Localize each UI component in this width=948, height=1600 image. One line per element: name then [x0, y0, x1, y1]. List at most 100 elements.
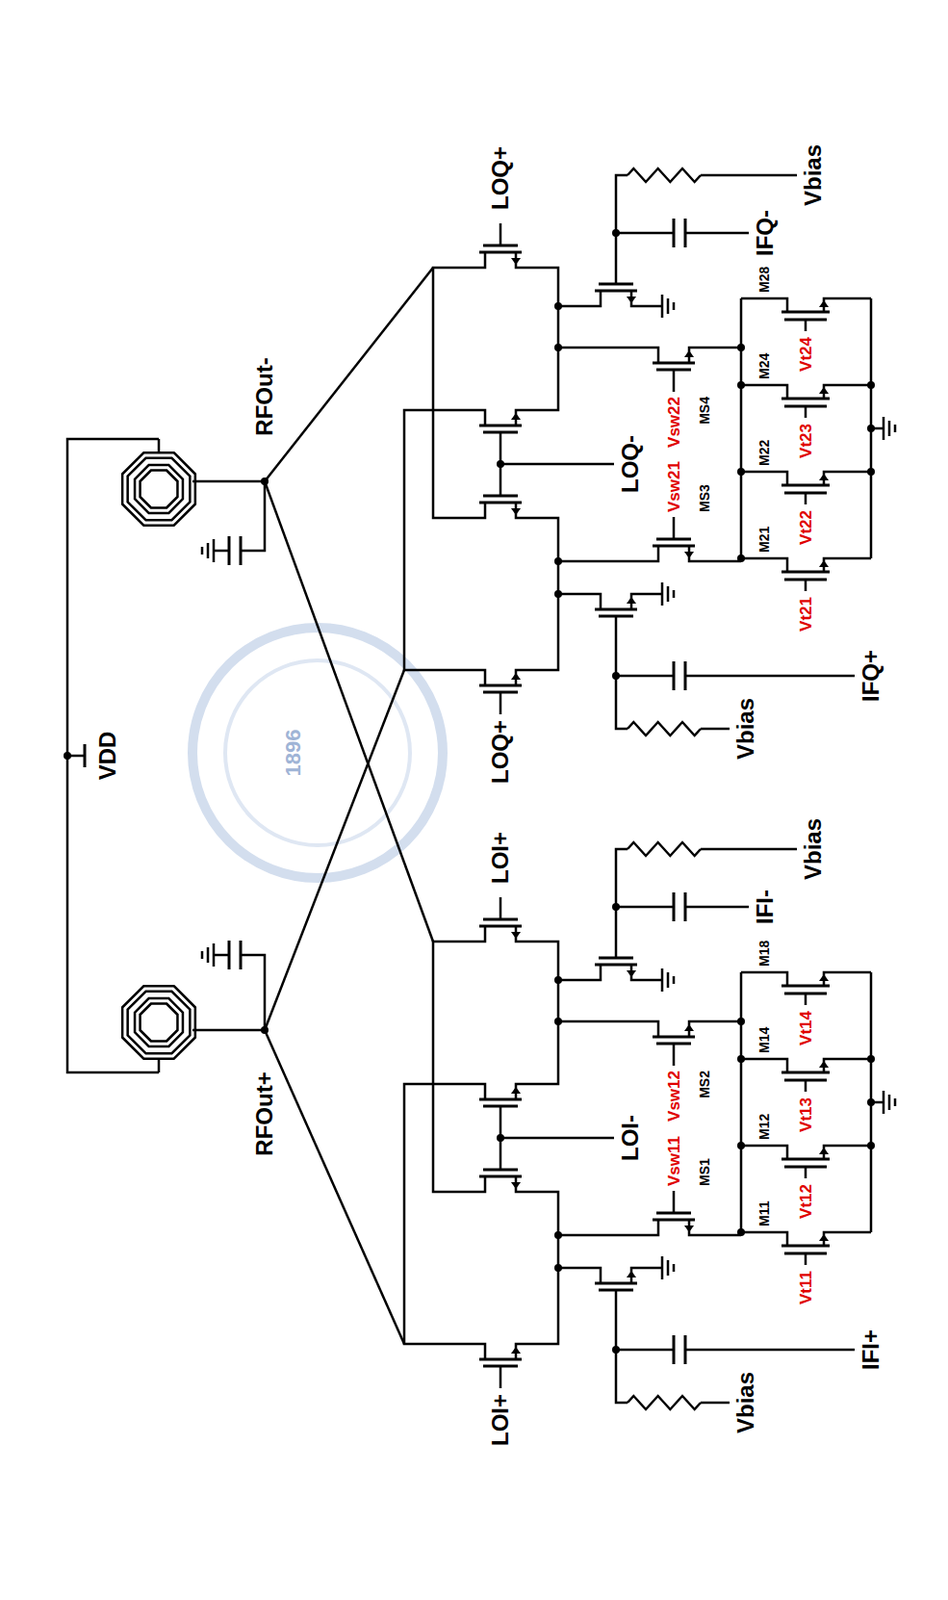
wire — [635, 545, 659, 562]
wire — [823, 1145, 872, 1159]
device-name: M14 — [757, 1026, 771, 1053]
wire — [192, 480, 265, 484]
wire — [631, 1267, 655, 1283]
junction-dot — [496, 460, 505, 468]
transistor-arrow — [819, 560, 829, 567]
transistor-arrow — [819, 1147, 829, 1154]
wire — [515, 409, 539, 426]
wire — [804, 406, 808, 418]
device-name: M22 — [757, 439, 771, 466]
wire — [712, 1233, 742, 1237]
wire — [672, 369, 676, 392]
wire — [823, 1231, 872, 1246]
inductor-symbol — [137, 1000, 180, 1044]
transistor-channel — [781, 1244, 830, 1248]
device-name: M11 — [757, 1201, 771, 1227]
wire — [213, 549, 230, 553]
transistor-arrow — [819, 386, 829, 394]
junction-dot — [737, 1228, 745, 1236]
junction-dot — [867, 467, 875, 476]
wire — [577, 593, 601, 610]
ground-symbol — [888, 1094, 892, 1110]
wire — [871, 1101, 884, 1104]
ground-symbol — [666, 586, 670, 602]
transistor-channel — [781, 984, 830, 988]
transistor-arrow — [819, 300, 829, 308]
resistor-symbol — [627, 842, 701, 856]
signal-label: LOQ- — [618, 435, 642, 493]
wire — [615, 1311, 628, 1403]
wire — [823, 558, 872, 572]
wire — [685, 231, 749, 235]
inductor-symbol — [125, 988, 193, 1056]
junction-dot — [737, 381, 745, 389]
wire — [804, 579, 808, 591]
wire — [689, 1219, 713, 1235]
junction-dot — [554, 343, 563, 352]
wire — [499, 1147, 503, 1170]
junction-dot — [867, 381, 875, 389]
wire — [740, 298, 744, 562]
wire — [635, 1021, 659, 1037]
junction-dot — [554, 1263, 563, 1272]
signal-label: VDD — [96, 731, 120, 781]
ground-symbol — [894, 1098, 897, 1106]
wire — [461, 1083, 486, 1100]
wire — [823, 972, 872, 986]
ground-symbol — [672, 589, 676, 598]
wire — [804, 1079, 808, 1092]
transistor-channel — [781, 1071, 830, 1075]
wire — [615, 905, 674, 909]
wire — [712, 560, 742, 564]
ground-symbol — [882, 1090, 886, 1114]
transistor-arrow — [819, 1233, 829, 1241]
wire — [689, 1021, 713, 1037]
wire — [672, 516, 676, 539]
transistor-channel — [781, 310, 830, 314]
wire — [461, 1343, 486, 1359]
ground-symbol — [212, 538, 216, 563]
wire — [515, 925, 539, 942]
transistor-channel — [781, 1157, 830, 1161]
control-voltage-label: Vt14 — [797, 1010, 815, 1046]
capacitor-symbol — [672, 661, 676, 691]
signal-label: IFQ+ — [859, 649, 883, 702]
wire — [515, 1083, 539, 1100]
signal-label: Vbias — [801, 144, 825, 206]
wire — [515, 669, 539, 686]
control-voltage-label: Vsw12 — [666, 1070, 683, 1122]
transistor-arrow — [819, 473, 829, 481]
device-name: M12 — [757, 1113, 771, 1140]
wire — [631, 290, 655, 307]
junction-dot — [612, 229, 620, 237]
capacitor-symbol — [672, 218, 676, 248]
junction-dot — [612, 671, 620, 680]
junction-dot — [554, 557, 563, 565]
transistor-arrow — [511, 1086, 521, 1094]
wire — [558, 346, 636, 350]
wire — [615, 1348, 674, 1352]
capacitor-symbol — [239, 940, 243, 970]
wire — [685, 905, 749, 909]
capacitor-symbol — [672, 892, 676, 922]
transistor-arrow — [511, 1346, 521, 1354]
wire — [615, 638, 628, 729]
wire — [461, 409, 486, 426]
wire — [577, 290, 601, 307]
junction-dot — [554, 1230, 563, 1239]
wire — [741, 1058, 788, 1073]
transistor-arrow — [511, 412, 521, 420]
inductor-symbol — [137, 467, 180, 511]
wire — [804, 1253, 808, 1265]
wire — [685, 1348, 855, 1352]
transistor-arrow — [511, 672, 521, 680]
wire — [615, 848, 628, 936]
watermark-ring — [225, 660, 410, 846]
wire — [558, 1020, 636, 1024]
capacitor-symbol — [672, 1334, 676, 1364]
junction-dot — [737, 467, 745, 476]
wire — [700, 847, 797, 851]
wire — [672, 1190, 676, 1213]
